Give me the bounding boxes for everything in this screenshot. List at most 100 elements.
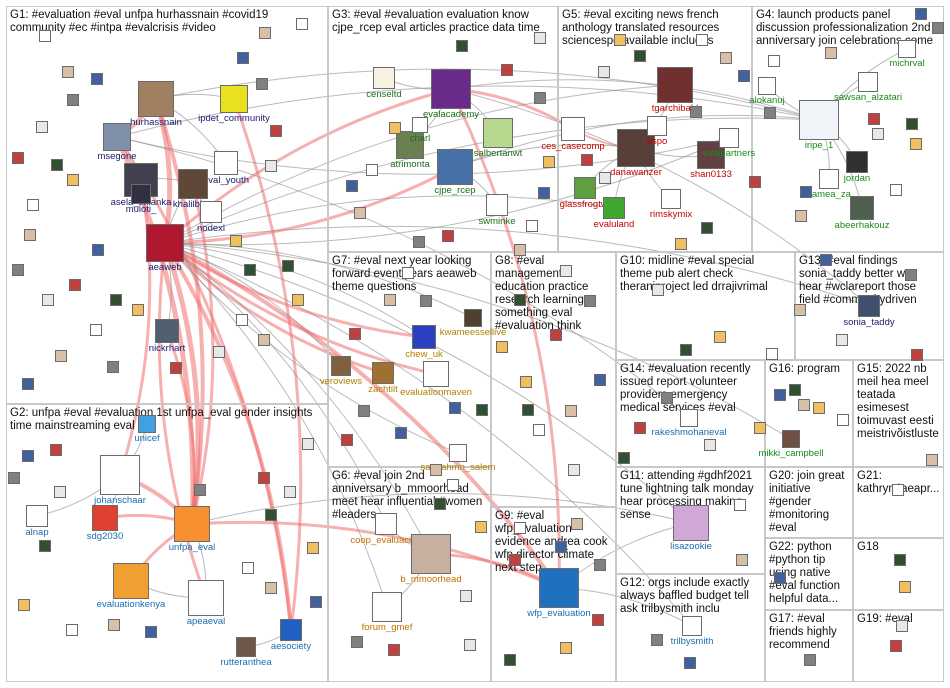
- minor-node[interactable]: [90, 324, 102, 336]
- minor-node[interactable]: [905, 269, 917, 281]
- minor-node[interactable]: [526, 220, 538, 232]
- minor-node[interactable]: [926, 454, 938, 466]
- node-evaluland[interactable]: [603, 197, 625, 219]
- node-jordan[interactable]: [846, 151, 868, 173]
- minor-node[interactable]: [22, 450, 34, 462]
- minor-node[interactable]: [509, 554, 521, 566]
- minor-node[interactable]: [236, 314, 248, 326]
- minor-node[interactable]: [69, 279, 81, 291]
- minor-node[interactable]: [194, 484, 206, 496]
- minor-node[interactable]: [230, 235, 242, 247]
- minor-node[interactable]: [12, 264, 24, 276]
- minor-node[interactable]: [837, 414, 849, 426]
- node-trilbysmith[interactable]: [682, 616, 702, 636]
- minor-node[interactable]: [91, 73, 103, 85]
- minor-node[interactable]: [67, 94, 79, 106]
- minor-node[interactable]: [265, 509, 277, 521]
- minor-node[interactable]: [764, 107, 776, 119]
- minor-node[interactable]: [475, 521, 487, 533]
- minor-node[interactable]: [464, 639, 476, 651]
- node-charl[interactable]: [412, 117, 428, 133]
- node-censeltd[interactable]: [373, 67, 395, 89]
- minor-node[interactable]: [680, 344, 692, 356]
- minor-node[interactable]: [890, 640, 902, 652]
- minor-node[interactable]: [388, 644, 400, 656]
- node-sdg2030[interactable]: [92, 505, 118, 531]
- minor-node[interactable]: [555, 541, 567, 553]
- minor-node[interactable]: [296, 18, 308, 30]
- minor-node[interactable]: [292, 294, 304, 306]
- minor-node[interactable]: [795, 210, 807, 222]
- minor-node[interactable]: [51, 159, 63, 171]
- minor-node[interactable]: [496, 341, 508, 353]
- node-michrval[interactable]: [898, 40, 916, 58]
- minor-node[interactable]: [614, 34, 626, 46]
- minor-node[interactable]: [894, 554, 906, 566]
- minor-node[interactable]: [18, 599, 30, 611]
- minor-node[interactable]: [242, 562, 254, 574]
- minor-node[interactable]: [794, 304, 806, 316]
- minor-node[interactable]: [543, 156, 555, 168]
- minor-node[interactable]: [307, 542, 319, 554]
- minor-node[interactable]: [932, 22, 944, 34]
- node-apeaeval[interactable]: [188, 580, 224, 616]
- minor-node[interactable]: [302, 438, 314, 450]
- minor-node[interactable]: [571, 518, 583, 530]
- minor-node[interactable]: [534, 92, 546, 104]
- minor-node[interactable]: [237, 52, 249, 64]
- node-lisazookie[interactable]: [673, 505, 709, 541]
- node-espo[interactable]: [647, 116, 667, 136]
- minor-node[interactable]: [754, 422, 766, 434]
- minor-node[interactable]: [349, 328, 361, 340]
- minor-node[interactable]: [270, 125, 282, 137]
- node-unfpa-eval[interactable]: [174, 506, 210, 542]
- minor-node[interactable]: [213, 346, 225, 358]
- minor-node[interactable]: [354, 207, 366, 219]
- node-sanaahmn-salem[interactable]: [449, 444, 467, 462]
- minor-node[interactable]: [110, 294, 122, 306]
- minor-node[interactable]: [899, 581, 911, 593]
- minor-node[interactable]: [514, 522, 526, 534]
- minor-node[interactable]: [514, 294, 526, 306]
- minor-node[interactable]: [284, 486, 296, 498]
- minor-node[interactable]: [170, 362, 182, 374]
- minor-node[interactable]: [310, 596, 322, 608]
- minor-node[interactable]: [50, 444, 62, 456]
- minor-node[interactable]: [594, 374, 606, 386]
- minor-node[interactable]: [892, 484, 904, 496]
- minor-node[interactable]: [24, 229, 36, 241]
- minor-node[interactable]: [738, 70, 750, 82]
- minor-node[interactable]: [804, 654, 816, 666]
- node-ipdet-community[interactable]: [220, 85, 248, 113]
- minor-node[interactable]: [652, 284, 664, 296]
- node-rimskymix[interactable]: [661, 189, 681, 209]
- minor-node[interactable]: [442, 230, 454, 242]
- node-b-mmoorhead[interactable]: [411, 534, 451, 574]
- minor-node[interactable]: [696, 34, 708, 46]
- minor-node[interactable]: [449, 402, 461, 414]
- node-sonia-taddy[interactable]: [858, 295, 880, 317]
- node-evalacademy[interactable]: [431, 69, 471, 109]
- minor-node[interactable]: [504, 654, 516, 666]
- node-mikki-campbell[interactable]: [782, 430, 800, 448]
- minor-node[interactable]: [447, 479, 459, 491]
- minor-node[interactable]: [911, 349, 923, 361]
- minor-node[interactable]: [868, 113, 880, 125]
- node-nodexl[interactable]: [200, 201, 222, 223]
- node-veroviews[interactable]: [331, 356, 351, 376]
- minor-node[interactable]: [594, 559, 606, 571]
- node-glassfrogtwt[interactable]: [574, 177, 596, 199]
- minor-node[interactable]: [265, 582, 277, 594]
- minor-node[interactable]: [39, 30, 51, 42]
- minor-node[interactable]: [55, 350, 67, 362]
- minor-node[interactable]: [108, 619, 120, 631]
- minor-node[interactable]: [430, 464, 442, 476]
- minor-node[interactable]: [62, 66, 74, 78]
- minor-node[interactable]: [351, 636, 363, 648]
- minor-node[interactable]: [244, 264, 256, 276]
- minor-node[interactable]: [476, 404, 488, 416]
- minor-node[interactable]: [395, 427, 407, 439]
- minor-node[interactable]: [798, 399, 810, 411]
- minor-node[interactable]: [675, 238, 687, 250]
- minor-node[interactable]: [366, 164, 378, 176]
